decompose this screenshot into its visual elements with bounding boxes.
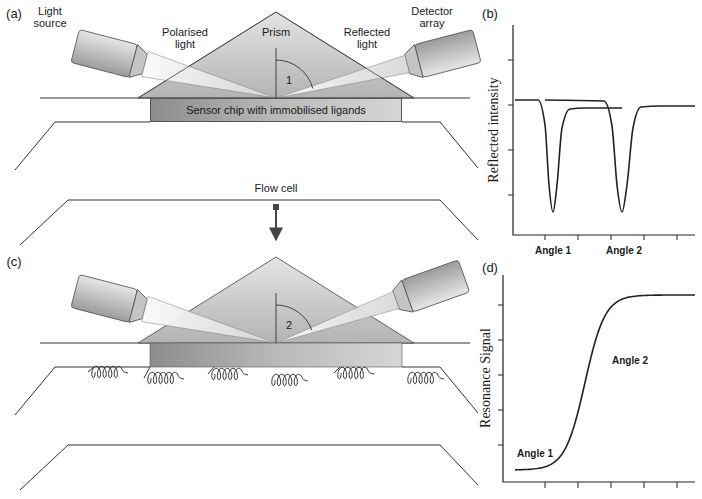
node-label: Detector array <box>406 5 458 29</box>
dip-curve <box>545 100 695 212</box>
tick <box>498 375 503 376</box>
tick <box>545 482 546 488</box>
detector-array: Detector array <box>403 3 461 31</box>
sensor-chip <box>150 343 402 367</box>
light-source: Light source <box>25 3 75 31</box>
prism-body <box>138 12 414 98</box>
axis <box>503 275 695 482</box>
part-label: 1 <box>286 74 292 86</box>
axis-annotation: Angle 1 <box>535 245 571 256</box>
resonance-chart <box>498 275 695 488</box>
panel-letter: (a) <box>6 7 22 21</box>
tick <box>611 235 612 240</box>
analyte-coil <box>338 367 374 378</box>
prism-outline <box>138 12 414 98</box>
ligand-link <box>144 367 150 378</box>
tick <box>578 235 579 240</box>
intensity-chart <box>508 25 695 240</box>
axis-annotation: Angle 2 <box>612 355 648 366</box>
tick <box>498 445 503 446</box>
flow-arrow <box>275 210 277 240</box>
angle-arc <box>276 60 313 89</box>
housing <box>390 260 469 316</box>
sensor-chip: Sensor chip with immobilised ligands <box>150 98 402 122</box>
flow-cell-wall <box>15 122 478 170</box>
ligand-link <box>88 367 94 372</box>
axis-title: Resonance Signal <box>478 328 493 428</box>
tick <box>498 305 503 306</box>
axis <box>513 25 695 235</box>
housing-body <box>402 260 470 312</box>
tick <box>644 235 645 240</box>
housing <box>71 275 149 326</box>
part-label: Polarised light <box>159 26 211 50</box>
tick <box>508 105 513 106</box>
housing-body <box>71 30 138 78</box>
prism: Prism <box>138 12 414 98</box>
axis-annotation: Angle 2 <box>606 245 642 256</box>
part-label: 2 <box>286 319 292 331</box>
node-label: Sensor chip with immobilised ligands <box>186 104 366 116</box>
prism-body <box>138 257 414 343</box>
panel-letter: (d) <box>482 261 498 275</box>
analyte-coil <box>272 374 308 385</box>
tick <box>644 482 645 488</box>
analyte-coil <box>408 372 444 383</box>
axis-annotation: Angle 1 <box>517 448 553 459</box>
flow-cell-wall <box>20 200 478 245</box>
light-beam <box>276 55 409 98</box>
housing-body <box>71 275 138 323</box>
angle-arc <box>276 305 312 330</box>
light-beam <box>276 292 399 343</box>
analyte-coil <box>92 366 128 377</box>
surface-normal <box>276 293 277 343</box>
tick <box>545 235 546 240</box>
light-beam <box>142 296 276 343</box>
tick <box>677 235 678 240</box>
axis-title: Reflected intensity <box>486 77 501 182</box>
panel-letter: (b) <box>482 7 498 21</box>
spr-setup <box>15 257 478 490</box>
dip-curve <box>515 100 622 212</box>
part-label: Reflected light <box>341 26 393 50</box>
tick <box>498 410 503 411</box>
arrow-tail <box>273 204 279 210</box>
tick <box>508 60 513 61</box>
ligand-link <box>334 367 340 373</box>
tick <box>508 150 513 151</box>
surface-normal <box>276 48 277 98</box>
tick <box>508 195 513 196</box>
light-beam <box>142 51 276 98</box>
housing <box>71 30 149 81</box>
prism-edge <box>138 12 414 98</box>
analyte-coil <box>148 372 184 383</box>
part-label: Flow cell <box>255 182 298 194</box>
panel-letter: (c) <box>6 255 21 269</box>
ligand-link <box>208 367 214 374</box>
tick <box>498 340 503 341</box>
analyte-coil <box>212 368 248 379</box>
tick <box>611 482 612 488</box>
housing-body <box>415 30 482 78</box>
node-label: Light source <box>28 5 72 29</box>
tick <box>677 482 678 488</box>
housing <box>403 30 481 81</box>
sensorgram-curve <box>515 295 695 470</box>
spr-setup <box>15 12 481 245</box>
flow-cell-wall <box>20 445 478 490</box>
tick <box>578 482 579 488</box>
flow-cell-wall <box>15 367 478 415</box>
